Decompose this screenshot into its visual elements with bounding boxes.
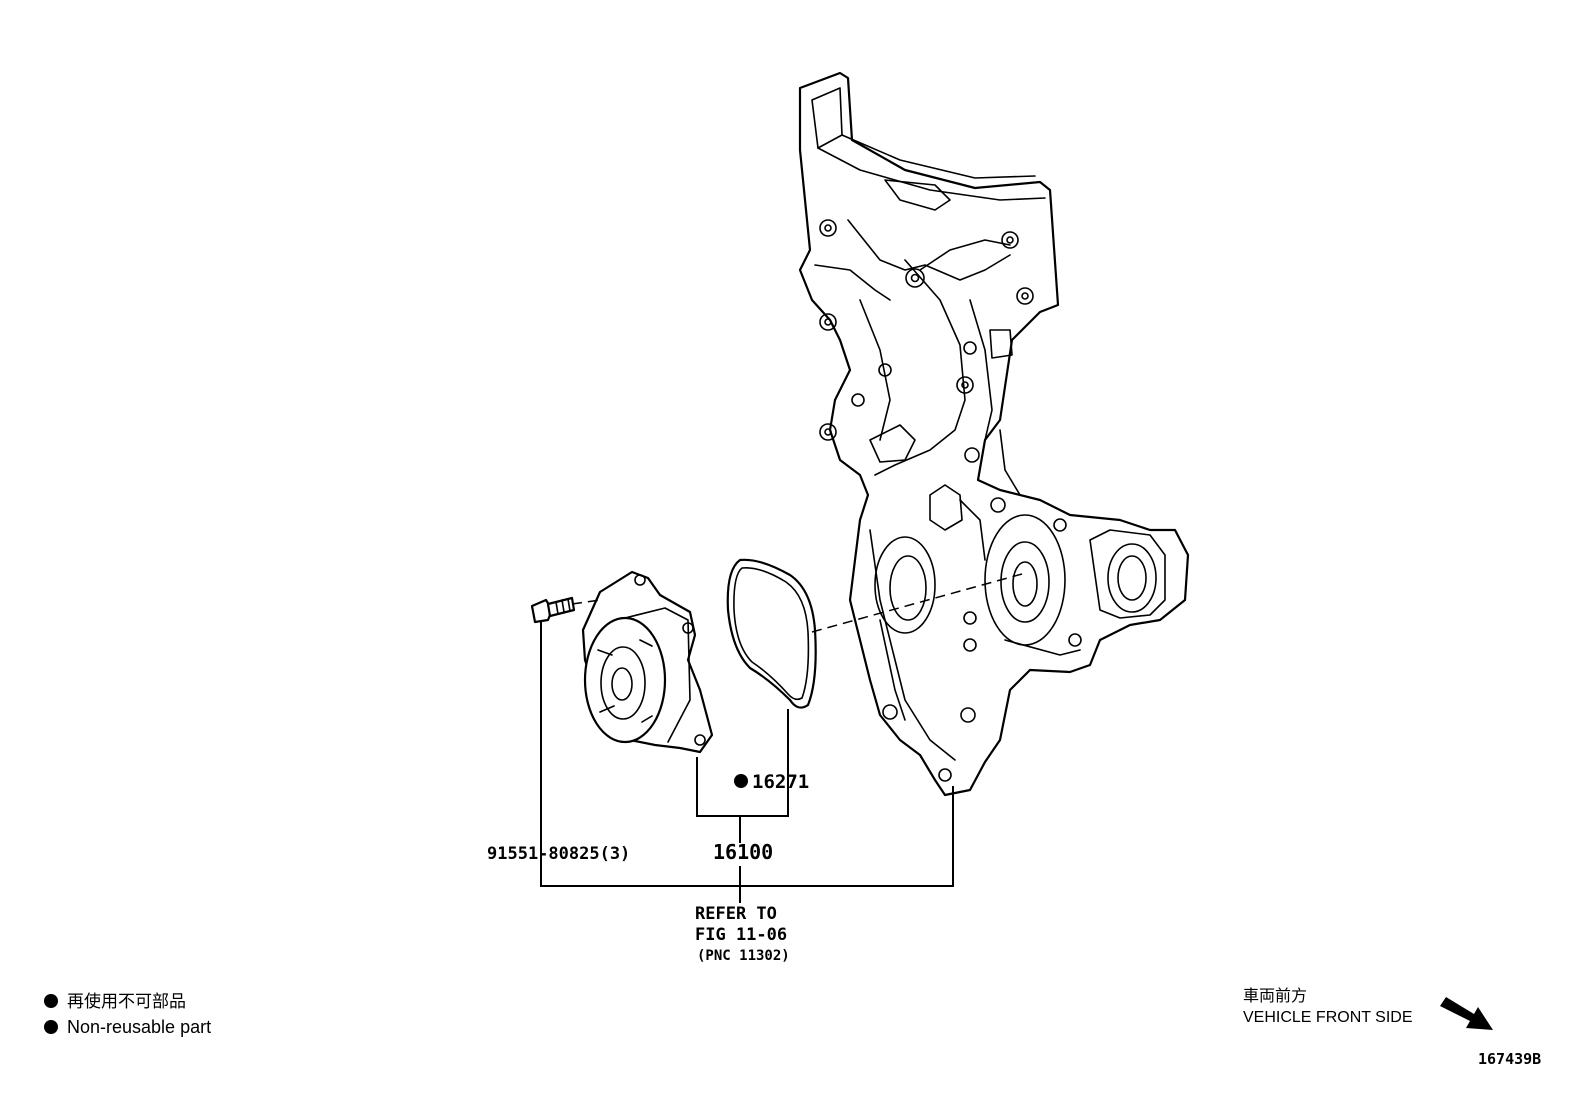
label-16100: 16100 xyxy=(713,840,773,864)
legend-en: Non-reusable part xyxy=(67,1017,211,1037)
legend-bullet-jp xyxy=(44,994,58,1008)
orientation-jp: 車両前方 xyxy=(1243,987,1307,1005)
legend-bullet-en xyxy=(44,1020,58,1034)
flange-bolt xyxy=(530,596,576,624)
illustration-id: 167439B xyxy=(1478,1050,1541,1068)
refer-line-1: REFER TO xyxy=(695,904,777,924)
timing-chain-cover xyxy=(798,71,1190,797)
water-pump xyxy=(581,570,714,754)
label-16271: 16271 xyxy=(752,771,809,793)
non-reusable-mark-16271 xyxy=(734,774,748,788)
orientation-en: VEHICLE FRONT SIDE xyxy=(1243,1009,1413,1026)
water-pump-gasket xyxy=(726,558,817,709)
refer-line-2: FIG 11-06 xyxy=(695,925,787,945)
leader-lines xyxy=(540,622,954,903)
label-bolt: 91551-80825(3) xyxy=(487,844,630,864)
alignment-dashed-line xyxy=(571,573,1023,633)
legend-jp: 再使用不可部品 xyxy=(67,991,186,1011)
front-arrow-icon xyxy=(1440,997,1493,1030)
refer-line-3: (PNC 11302) xyxy=(697,948,790,964)
